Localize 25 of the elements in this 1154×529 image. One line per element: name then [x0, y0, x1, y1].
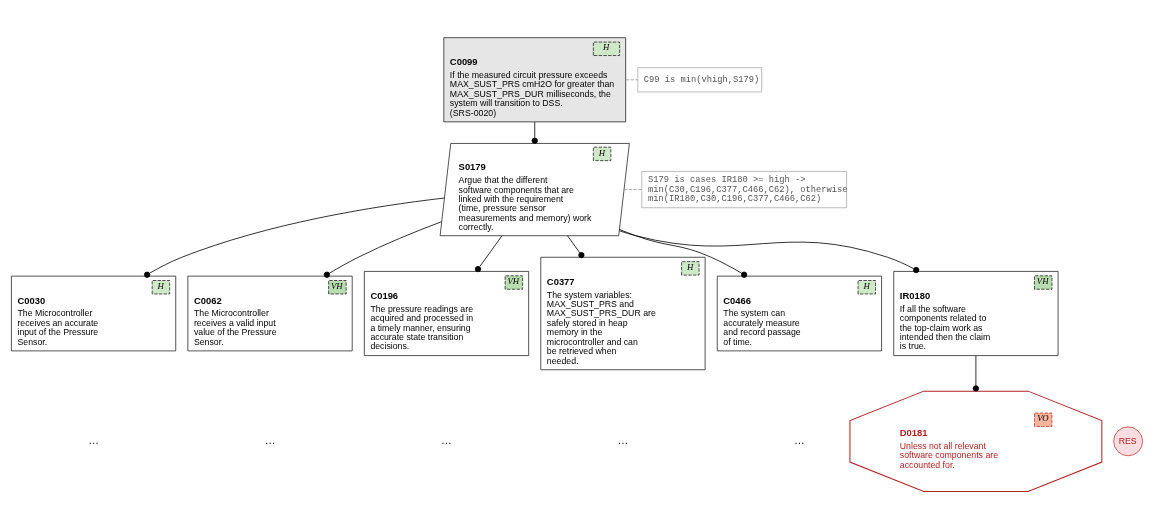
node-box: VH C0196 The pressure readings are acquired and processed in a timely manner, ensuring accurate state transition decisions. — [364, 271, 529, 356]
label: … — [617, 433, 629, 446]
node-box: VH C0062 The Microcontroller receives a valid input value of the Pressure Sensor. — [187, 275, 353, 352]
connector — [144, 197, 445, 278]
label: … — [441, 433, 452, 446]
node-box: VH IR0180 If all the software components related to the top-claim work as intended then the claim is true. — [893, 271, 1059, 356]
connector — [323, 221, 443, 278]
label: … — [88, 433, 99, 446]
connector — [567, 235, 585, 259]
connector — [972, 355, 979, 392]
connector — [619, 229, 748, 278]
connector — [474, 235, 503, 273]
connector — [619, 230, 920, 274]
node-box: H C0030 The Microcontroller receives an accurate input of the Pressure Sensor. — [11, 275, 177, 352]
node-circle: RES — [1113, 426, 1143, 457]
label: … — [794, 433, 805, 446]
connector — [623, 189, 643, 190]
label: … — [264, 433, 276, 446]
node-box: C99 is min(vhigh,S179) — [637, 67, 763, 93]
node-box: H C0377 The system variables: MAX_SUST_PRS and MAX_SUST_PRS_DUR are safely stored in heap memory in the microcontroller and can be retrieved when needed. — [540, 256, 706, 371]
node-box: H C0466 The system can accurately measure and record passage of time. — [716, 275, 882, 352]
node-box: H C0099 If the measured circuit pressure exceeds MAX_SUST_PRS cmH2O for greater than MAX_SUST_PRS_DUR milliseconds, the system will transition to DSS. (SRS-0020) — [443, 37, 626, 123]
node-box: S179 is cases IR180 >= high -> min(C30,C196,C377,C466,C62), otherwise min(IR180,C30,C196,C377,C466,C62) — [641, 171, 847, 209]
connector — [531, 121, 538, 144]
connector — [625, 79, 639, 81]
